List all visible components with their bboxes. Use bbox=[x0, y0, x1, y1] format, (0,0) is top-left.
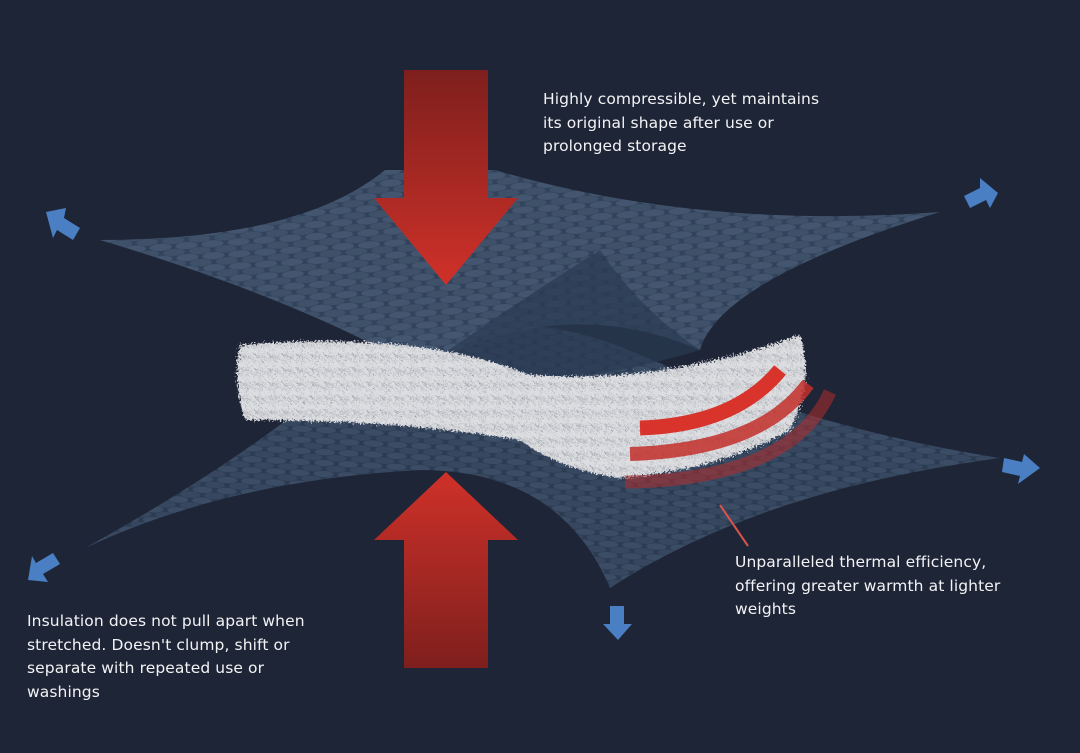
stretch-arrow-up-right-icon bbox=[964, 178, 998, 208]
caption-line: washings bbox=[27, 682, 100, 701]
caption-line: stretched. Doesn't clump, shift or bbox=[27, 635, 290, 654]
caption-line: Highly compressible, yet maintains bbox=[543, 90, 820, 108]
stretch-arrow-up-left-icon bbox=[46, 208, 80, 240]
stretch-arrow-down-left-icon bbox=[28, 553, 60, 582]
caption-line: Unparalleled thermal efficiency, bbox=[735, 553, 987, 571]
caption-line: prolonged storage bbox=[543, 137, 687, 155]
thermal-caption: Unparalleled thermal efficiency, offerin… bbox=[735, 551, 1000, 622]
caption-line: weights bbox=[735, 600, 797, 618]
heat-arcs-icon bbox=[624, 365, 836, 489]
caption-line: separate with repeated use or bbox=[27, 659, 265, 677]
compressible-caption: Highly compressible, yet maintains its o… bbox=[543, 88, 819, 159]
caption-line: offering greater warmth at lighter bbox=[735, 576, 1001, 595]
bottom-fabric-layer bbox=[85, 323, 1000, 588]
compression-arrow-down-icon bbox=[374, 70, 518, 285]
stretch-caption: Insulation does not pull apart when stre… bbox=[27, 610, 305, 704]
stretch-arrow-down-icon bbox=[603, 606, 632, 640]
caption-line: its original shape after use or bbox=[543, 113, 774, 132]
compression-arrow-up-icon bbox=[374, 472, 518, 668]
stretch-arrow-right-icon bbox=[1002, 454, 1040, 484]
insulation-batt bbox=[236, 335, 806, 478]
top-fabric-layer bbox=[100, 170, 940, 370]
caption-line: Insulation does not pull apart when bbox=[27, 612, 305, 630]
thermal-pointer-line bbox=[719, 504, 749, 547]
